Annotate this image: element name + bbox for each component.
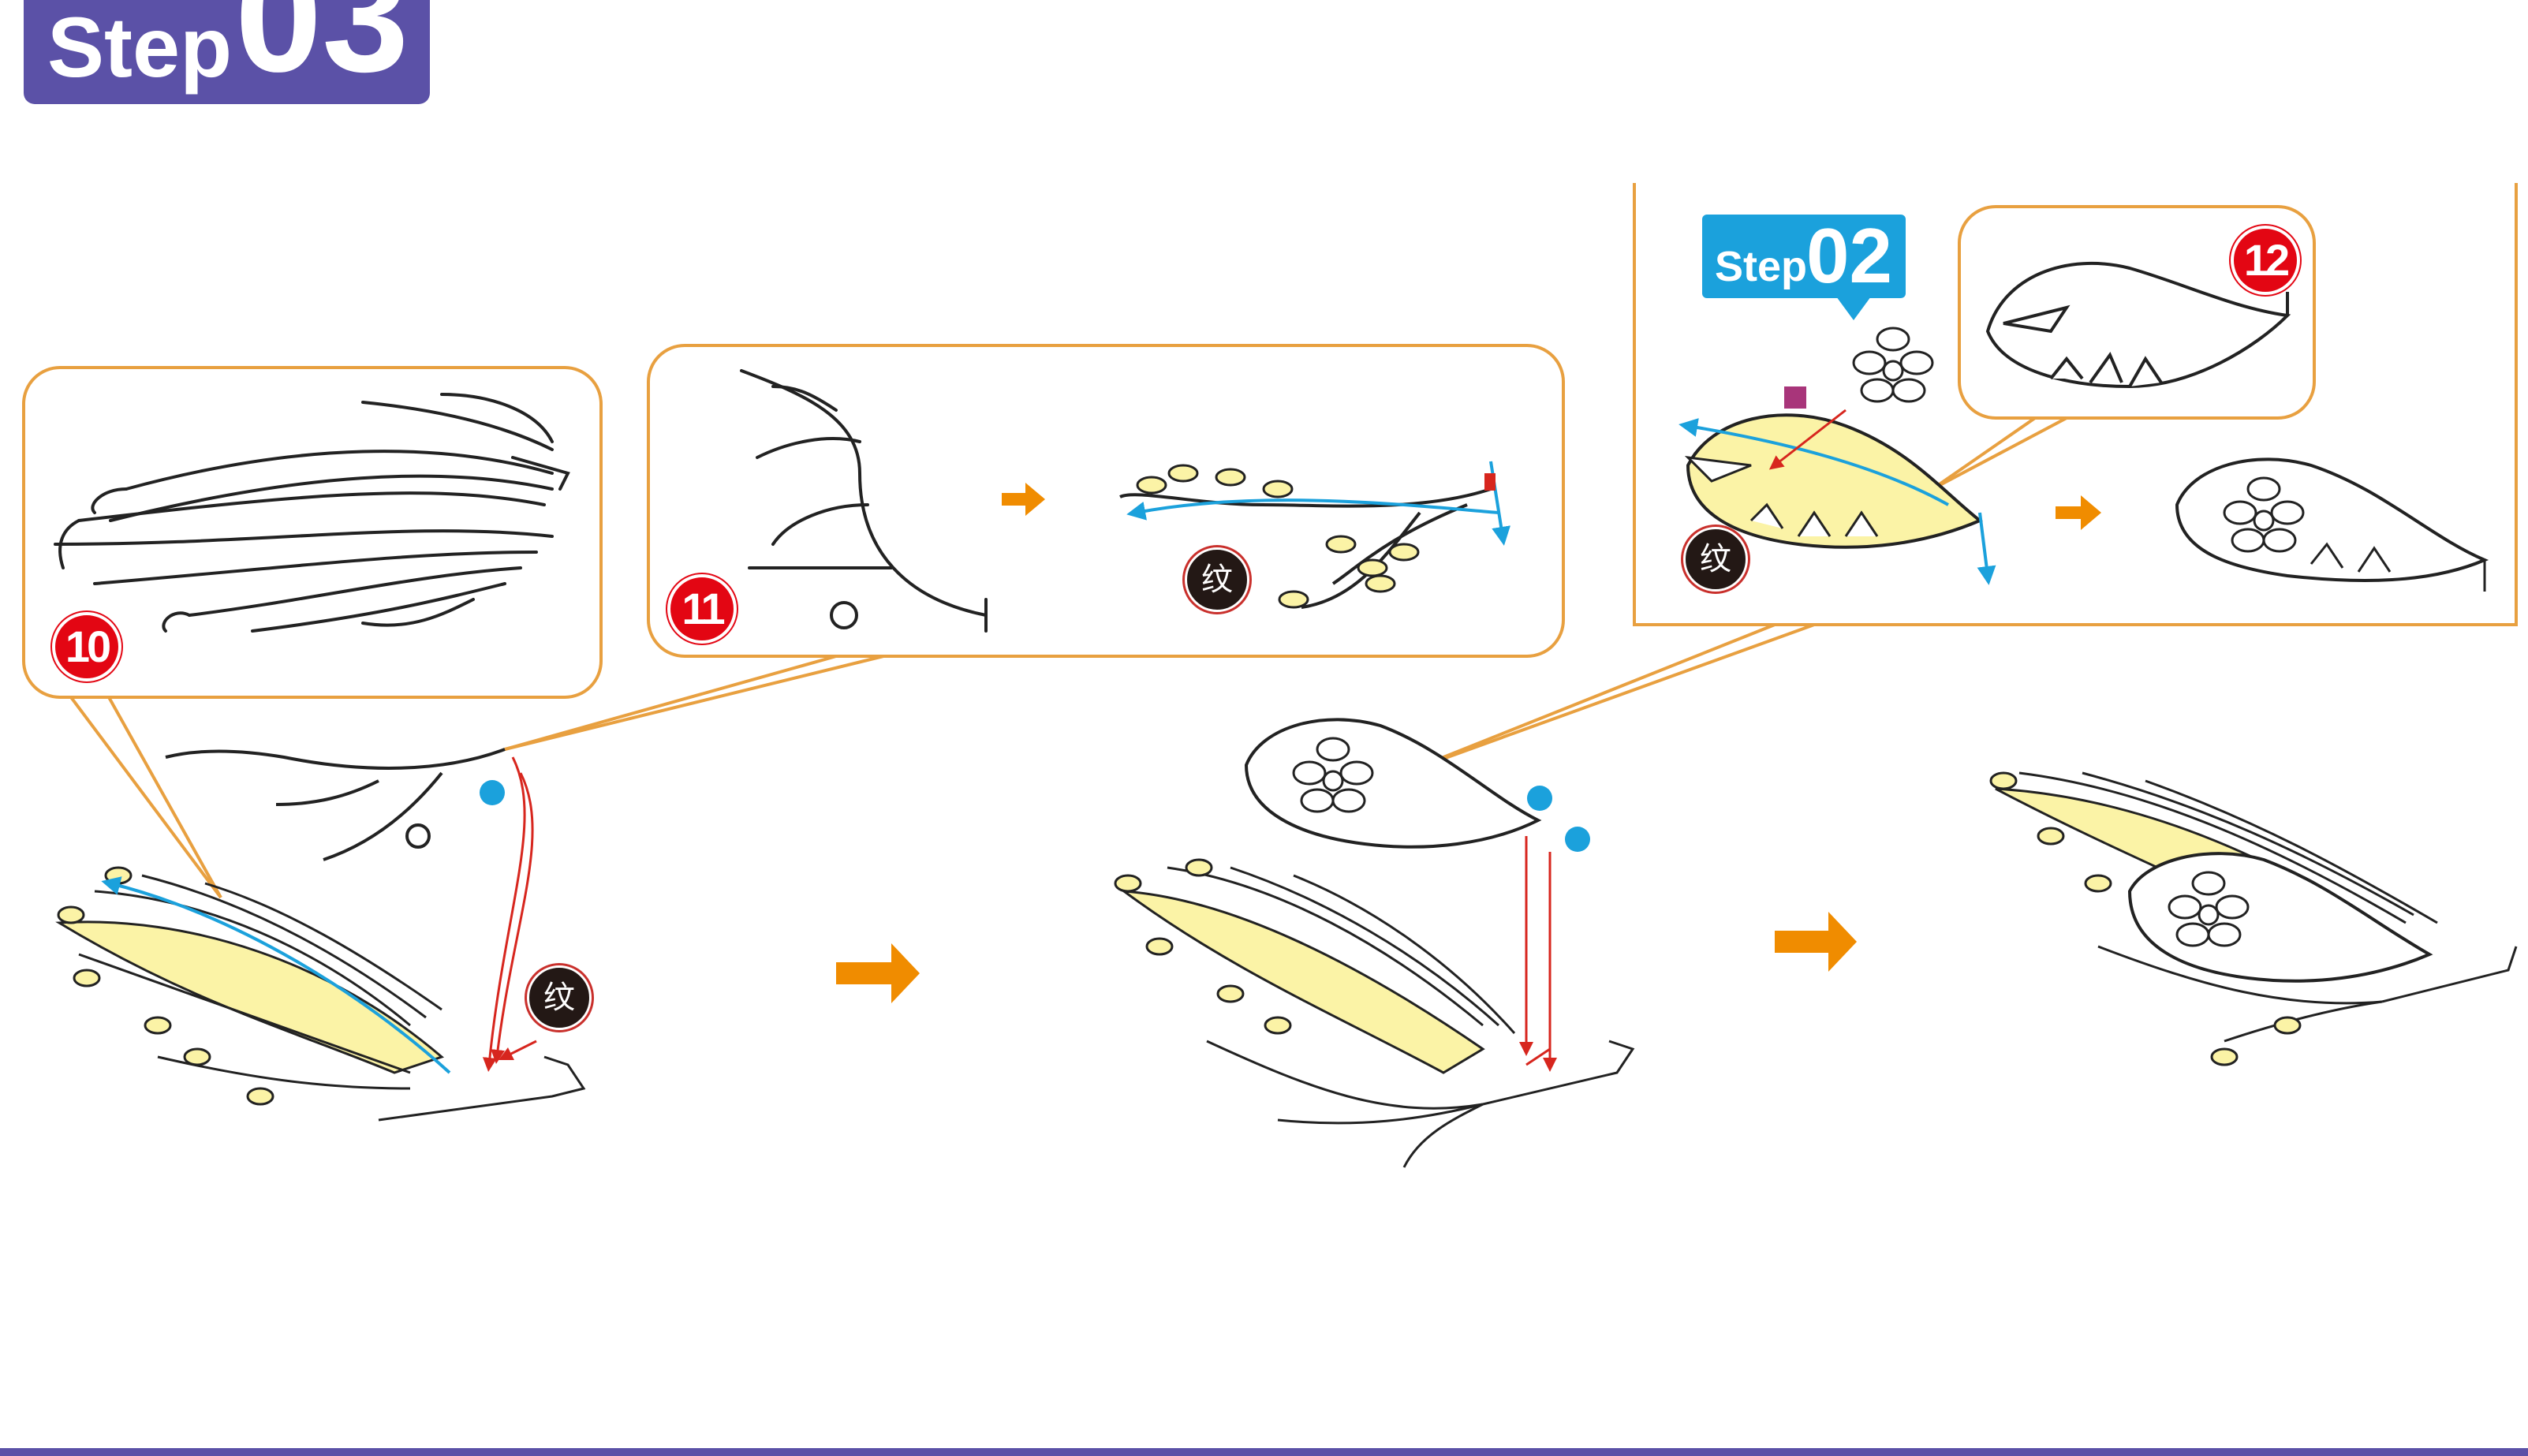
callout-part-10 — [22, 366, 603, 899]
arrow-right-small — [2056, 495, 2101, 530]
step-02-panel — [1403, 183, 2518, 775]
assembly-stage-2 — [1114, 718, 1635, 1168]
pod-piece-above — [1244, 718, 1542, 849]
tail-feather-outline — [54, 393, 570, 633]
branch-piece-above — [165, 748, 506, 861]
part-number-11: 11 — [667, 574, 737, 644]
step-02-badge: Step 02 — [1702, 212, 1906, 320]
arrow-right-large — [1775, 912, 1857, 972]
tail-fill — [55, 920, 444, 1074]
branch-part-assembled — [1119, 461, 1510, 609]
step-02-badge-pointer — [1836, 297, 1871, 320]
footer-divider — [0, 1448, 2528, 1456]
step-header-number: 03 — [235, 0, 409, 104]
flower-piece — [1852, 327, 1934, 403]
blue-guide-dot — [480, 780, 505, 805]
pod-folding-illustration — [1678, 327, 1996, 585]
arrow-right-small — [1002, 483, 1045, 516]
pod-part-outline — [1985, 261, 2291, 389]
blue-guide-dot — [1565, 827, 1590, 852]
branch-part-outline — [740, 369, 988, 633]
texture-marker: 纹 — [1185, 547, 1249, 612]
pod-with-flower-result — [2175, 457, 2489, 592]
arrow-right-large — [836, 943, 920, 1003]
part-number-10: 10 — [52, 612, 121, 681]
step-02-word: Step — [1715, 243, 1808, 290]
texture-marker: 纹 — [527, 965, 592, 1030]
part-number-12: 12 — [2231, 226, 2300, 295]
step-02-number: 02 — [1806, 212, 1893, 299]
blue-guide-dot — [1527, 786, 1552, 811]
texture-marker: 纹 — [1683, 527, 1748, 592]
flower-slot-marker — [1784, 386, 1806, 409]
assembly-stage-1 — [55, 748, 586, 1122]
callout-part-11 — [504, 344, 1565, 751]
step-header-badge: Step 03 — [24, 0, 430, 104]
final-assembly-result — [1989, 771, 2518, 1066]
step-header-word: Step — [47, 0, 233, 95]
